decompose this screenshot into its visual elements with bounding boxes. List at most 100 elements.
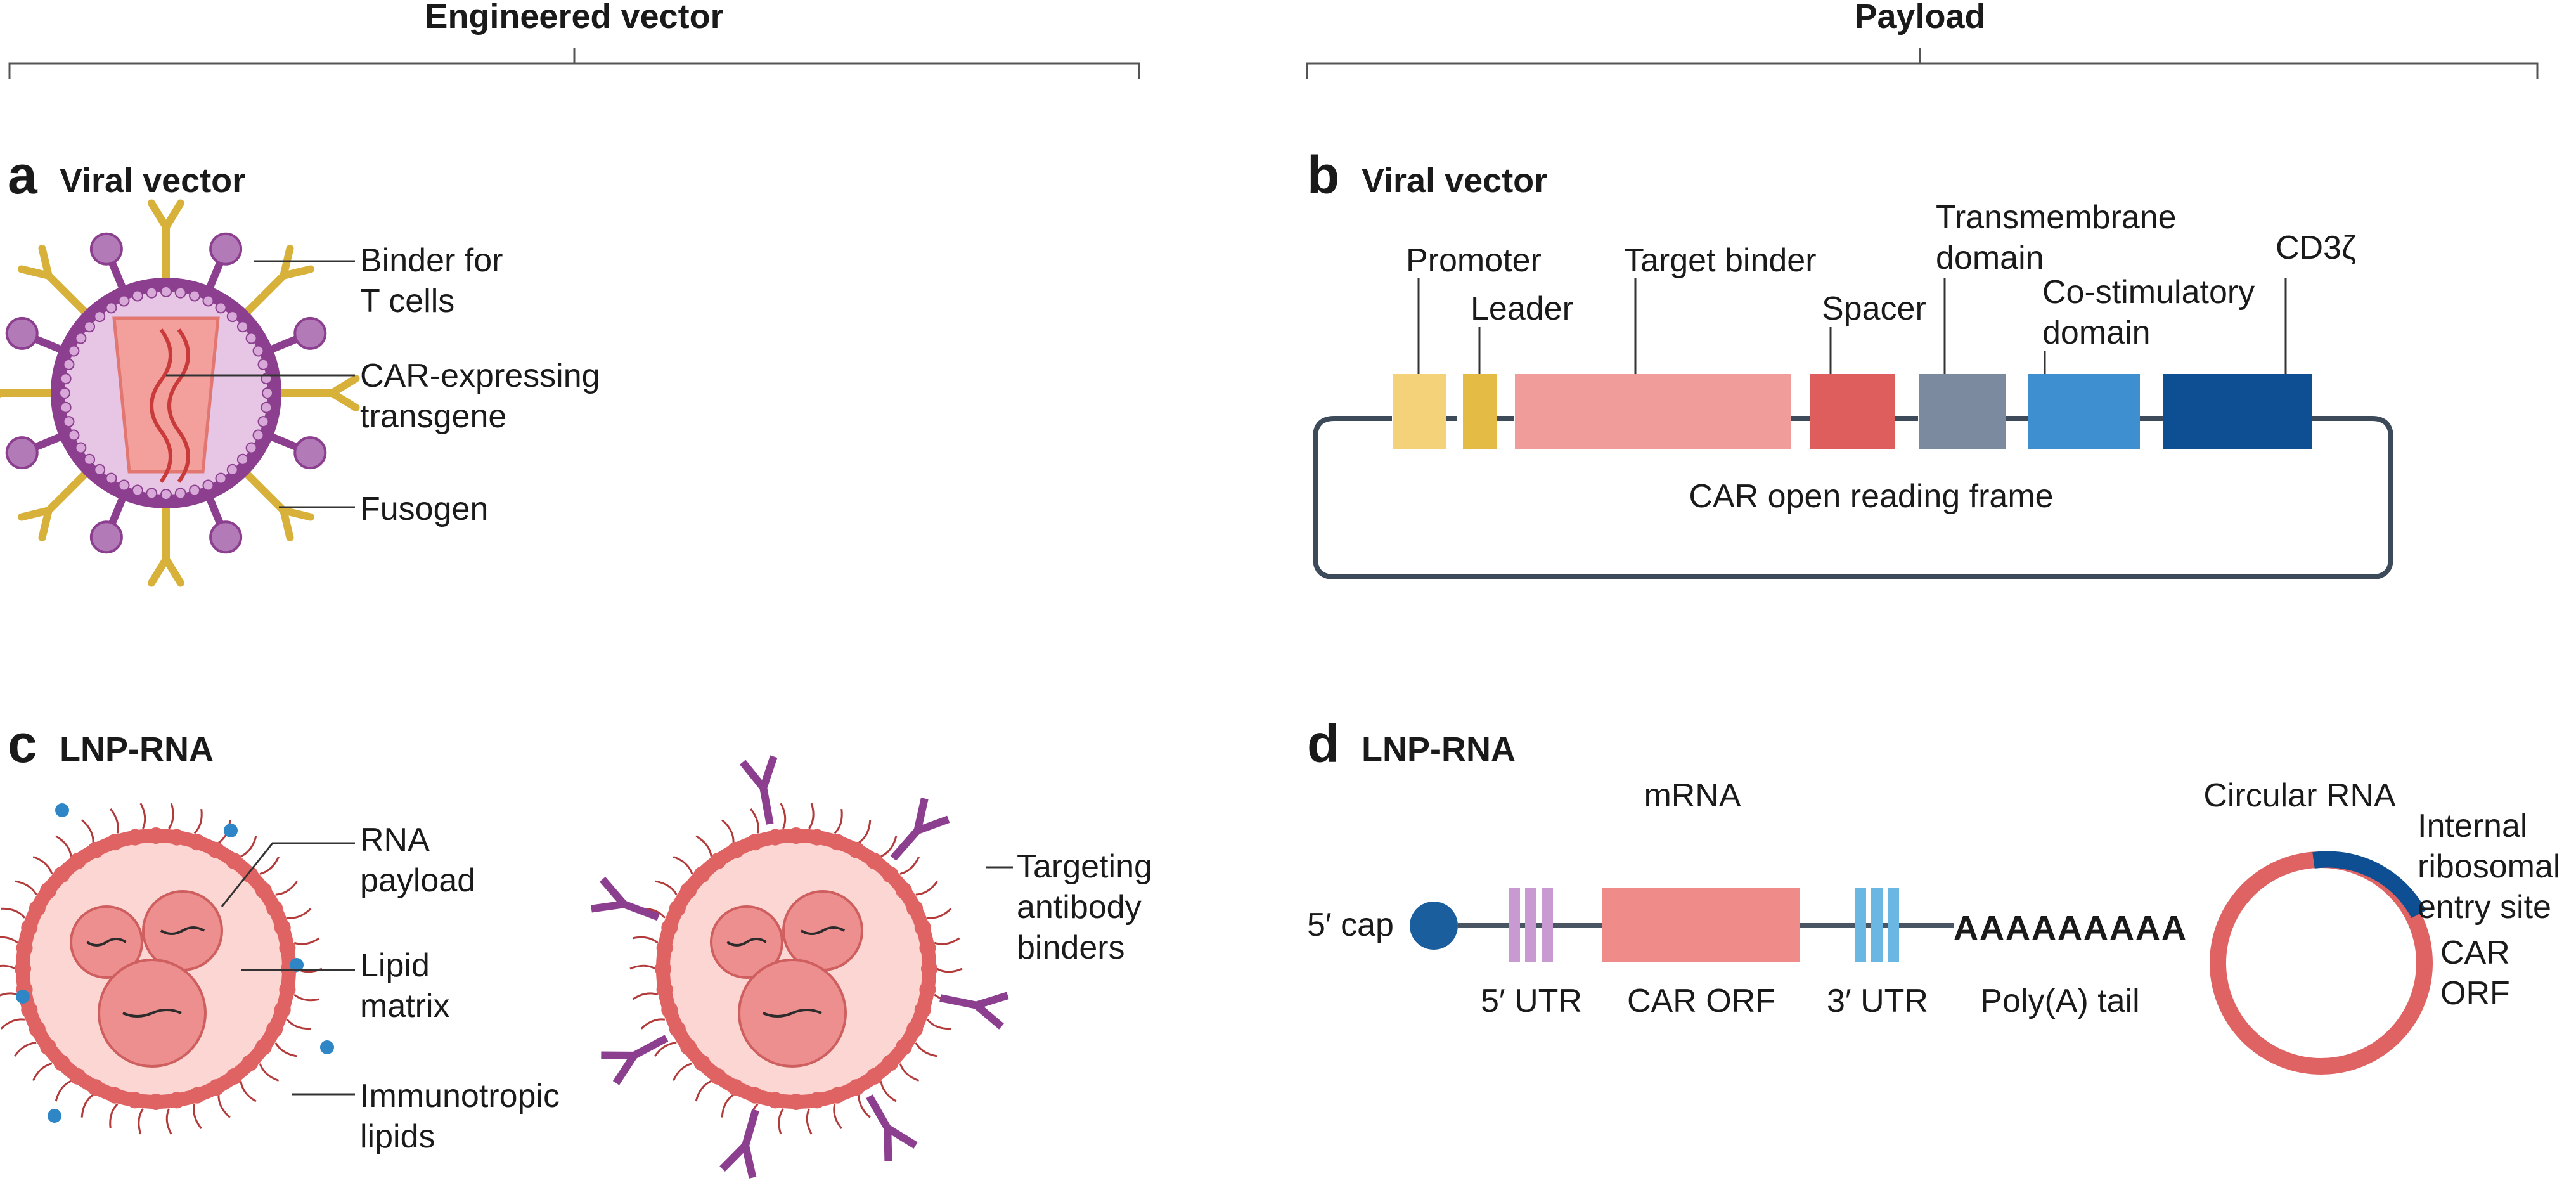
lnp-headgroup (148, 827, 164, 844)
panel-c: c LNP-RNA RNA payload Lipid matrix Immun… (0, 714, 1152, 1179)
antibody-arm (591, 900, 625, 913)
label-ires-3: entry site (2418, 889, 2551, 926)
lipid-tail (165, 1108, 172, 1135)
lnp-headgroup (53, 1054, 70, 1071)
antibody-stem (866, 1094, 891, 1130)
lnp-targeted-illustration (591, 755, 1009, 1179)
lipid-tail (138, 1108, 144, 1135)
lnp-headgroup (656, 940, 673, 957)
envelope-lipid (202, 295, 214, 307)
lipid-tail (858, 1094, 871, 1118)
envelope-lipid (226, 311, 238, 323)
header-left-text: Engineered vector (425, 0, 723, 36)
lnp-headgroup (661, 1001, 678, 1018)
lipid-tail (32, 1063, 53, 1082)
lnp-headgroup (242, 866, 259, 883)
lnp-headgroup (709, 1068, 726, 1085)
lnp-headgroup (53, 866, 70, 883)
lnp-headgroup (15, 960, 31, 977)
panel-a-labels: Binder for T cells CAR-expressing transg… (166, 242, 600, 527)
lipid-tail (1, 907, 26, 919)
label-targeting-3: binders (1017, 929, 1125, 966)
lipid-tail (750, 808, 759, 834)
label-leader: Leader (1471, 290, 1573, 327)
envelope-lipid (60, 401, 72, 413)
lnp-plain-illustration (0, 803, 334, 1135)
envelope-lipid (189, 484, 201, 496)
binder-spike (238, 271, 288, 321)
lnp-headgroup (828, 1087, 846, 1104)
lnp-headgroup (266, 900, 283, 917)
viral-vector-particle-illustration (0, 199, 360, 587)
lipid-tail (139, 803, 146, 829)
antibody-stem (890, 828, 920, 861)
lnp-headgroup (21, 1001, 38, 1018)
lnp-headgroup (848, 1079, 865, 1096)
label-immunotropic-1: Immunotropic (360, 1078, 560, 1115)
fusogen-head (293, 436, 327, 470)
lipid-tail (80, 1094, 94, 1118)
binder-spike (238, 465, 288, 515)
binder-arm (17, 507, 53, 521)
lnp-headgroup (669, 900, 686, 917)
lnp-headgroup (106, 1087, 124, 1104)
lipid-tail (926, 1019, 951, 1030)
mrna-5-cap (1410, 902, 1458, 950)
label-mrna: mRNA (1644, 777, 1741, 814)
label-target-binder: Target binder (1624, 242, 1817, 279)
lipid-tail (915, 1042, 937, 1057)
lipid-tail (217, 1094, 231, 1118)
label-5-cap: 5′ cap (1307, 907, 1394, 943)
lipid-tail (287, 908, 312, 919)
fusogen-head (5, 316, 39, 350)
lipid-tail (0, 1018, 25, 1030)
lipid-tail (0, 964, 16, 970)
rna-strand (160, 926, 205, 935)
header-right-text: Payload (1854, 0, 1985, 36)
label-car-orf: CAR open reading frame (1689, 478, 2053, 515)
lnp-headgroup (727, 1079, 744, 1096)
binder-spike (44, 271, 94, 321)
binder-arm (148, 199, 170, 231)
label-binder-2: T cells (360, 283, 454, 320)
lipid-tail (721, 819, 735, 843)
panel-a: a Viral vector Binder for T cells CAR-ex… (0, 145, 600, 587)
fusogen-head (293, 316, 327, 350)
envelope-lipid (84, 453, 96, 465)
lipid-tail (934, 937, 960, 945)
antibody-arm (599, 876, 627, 907)
label-lipid-2: matrix (360, 988, 450, 1025)
lnp-headgroup (661, 919, 678, 936)
panel-a-title: Viral vector (60, 162, 245, 200)
label-targeting-1: Targeting (1017, 848, 1152, 885)
lnp-headgroup (747, 1087, 764, 1104)
label-targeting-2: antibody (1017, 889, 1142, 926)
lipid-tail (81, 819, 94, 843)
lipid-tail (274, 1042, 297, 1057)
lnp-headgroup (747, 834, 764, 851)
antibody-arm (974, 1002, 1004, 1030)
label-3-utr: 3′ UTR (1827, 983, 1928, 1019)
lipid-tail (915, 881, 938, 896)
lnp-headgroup (788, 827, 804, 844)
lnp-headgroup (188, 834, 205, 851)
antibody-arm (886, 1125, 918, 1149)
lnp-headgroup (21, 919, 38, 936)
envelope-lipid (261, 401, 273, 413)
lnp-headgroup (808, 1092, 825, 1109)
lnp-headgroup (226, 1068, 243, 1085)
lnp-headgroup (788, 1094, 804, 1110)
label-spacer: Spacer (1822, 290, 1926, 327)
envelope-lipid (118, 295, 130, 307)
envelope-lipid (236, 453, 248, 465)
label-circ-car-2: ORF (2440, 975, 2510, 1012)
lipid-tail (654, 1042, 677, 1057)
lnp-headgroup (255, 1038, 272, 1056)
antibody-arm (742, 1144, 757, 1179)
panel-d-letter: d (1307, 714, 1339, 773)
lnp-headgroup (680, 882, 697, 899)
rna-strand (122, 1009, 182, 1018)
lipid-tail (633, 936, 659, 944)
circular-rna-ires (2312, 851, 2426, 919)
lnp-headgroup (866, 853, 883, 870)
